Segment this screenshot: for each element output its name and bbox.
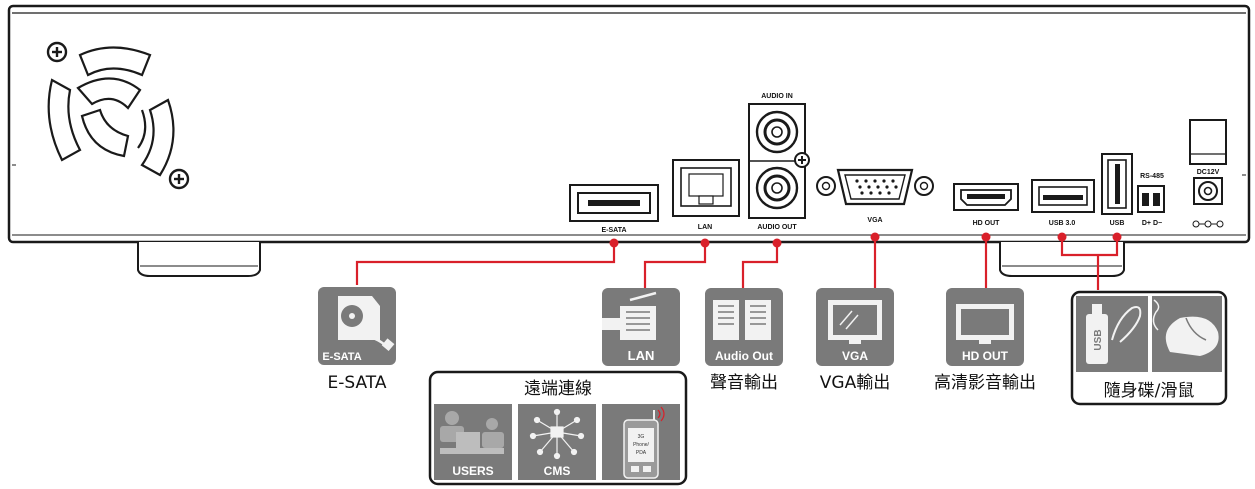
usb-port[interactable]: USB xyxy=(1101,153,1133,227)
chassis-foot-left xyxy=(137,242,261,277)
audio-out-callout: Audio Out 聲音輸出 xyxy=(705,288,783,393)
chassis-foot-right xyxy=(999,242,1125,277)
usb-stick-text: USB xyxy=(1093,329,1104,350)
connector-lines xyxy=(355,232,1122,290)
vga-port-label: VGA xyxy=(867,217,882,224)
polarity-icon xyxy=(1192,220,1224,228)
fan-grille xyxy=(47,46,175,177)
esata-caption: E-SATA xyxy=(328,373,387,393)
dc12v-power-input[interactable]: DC12V xyxy=(1189,119,1227,228)
hard-drive-icon xyxy=(338,296,395,352)
lan-callout: LAN xyxy=(602,288,680,366)
audio-out-label: AUDIO OUT xyxy=(757,224,797,231)
esata-port-label: E-SATA xyxy=(601,227,626,234)
phone-label-line2: Phone/ xyxy=(633,442,649,448)
hd-monitor-icon xyxy=(956,304,1014,344)
network-hub-icon xyxy=(529,408,585,460)
users-label: USERS xyxy=(452,464,493,478)
rs485-pin-label: D+ D− xyxy=(1142,220,1162,227)
esata-port[interactable]: E-SATA xyxy=(569,184,659,234)
phone-label-line1: 3G xyxy=(638,434,645,440)
cms-label: CMS xyxy=(544,464,571,478)
ethernet-cable-icon xyxy=(602,291,657,340)
mobile-phone-icon: 3G Phone/ PDA xyxy=(623,406,665,479)
hd-out-icon-label: HD OUT xyxy=(962,349,1009,363)
screw-icon xyxy=(794,152,810,168)
usb-mouse-callout: USB 隨身碟/滑鼠 xyxy=(1070,290,1228,406)
vga-callout: VGA VGA輸出 xyxy=(816,288,894,393)
lan-port[interactable]: LAN xyxy=(672,159,740,231)
hd-out-caption: 高清影音輸出 xyxy=(934,373,1036,393)
audio-out-jack[interactable] xyxy=(755,166,799,210)
rs485-label: RS-485 xyxy=(1140,173,1164,180)
audio-in-label: AUDIO IN xyxy=(761,93,793,100)
usb-stick-icon: USB xyxy=(1086,304,1142,364)
dvr-chassis xyxy=(7,4,1251,244)
remote-connection-title: 遠端連線 xyxy=(524,379,592,399)
vga-icon-label: VGA xyxy=(842,349,868,363)
screw-icon xyxy=(168,168,190,190)
monitor-icon xyxy=(828,300,882,344)
esata-icon-label: E-SATA xyxy=(322,351,361,363)
dc12v-label: DC12V xyxy=(1197,169,1220,176)
cms-tile: CMS xyxy=(518,404,596,480)
remote-connection-panel: 遠端連線 USERS xyxy=(428,370,688,486)
users-icon xyxy=(440,411,504,454)
usb3-port[interactable]: USB 3.0 xyxy=(1031,179,1095,227)
esata-callout: E-SATA E-SATA xyxy=(318,287,396,393)
users-tile: USERS xyxy=(434,404,512,480)
lan-icon-label: LAN xyxy=(628,348,655,363)
audio-out-icon-label: Audio Out xyxy=(715,349,773,363)
vga-port[interactable]: VGA xyxy=(816,168,934,224)
mouse-icon xyxy=(1152,299,1219,356)
phone-label-line3: PDA xyxy=(636,450,647,456)
audio-in-jack[interactable] xyxy=(755,110,799,154)
audio-out-caption: 聲音輸出 xyxy=(710,373,778,393)
hd-out-callout: HD OUT 高清影音輸出 xyxy=(934,288,1036,393)
usb-port-label: USB xyxy=(1110,220,1125,227)
phone-tile: 3G Phone/ PDA xyxy=(602,404,680,480)
screw-icon xyxy=(46,41,68,63)
audio-ports: AUDIO IN AUDIO OUT xyxy=(748,93,810,231)
rs485-terminal[interactable]: RS-485 D+ D− xyxy=(1137,173,1165,227)
hdmi-port-label: HD OUT xyxy=(973,220,1001,227)
hdmi-port[interactable]: HD OUT xyxy=(953,183,1019,227)
speaker-icon xyxy=(713,300,771,340)
usb-mouse-caption: 隨身碟/滑鼠 xyxy=(1104,381,1195,401)
vga-caption: VGA輸出 xyxy=(820,373,890,393)
usb3-port-label: USB 3.0 xyxy=(1049,220,1076,227)
lan-port-label: LAN xyxy=(698,224,712,231)
